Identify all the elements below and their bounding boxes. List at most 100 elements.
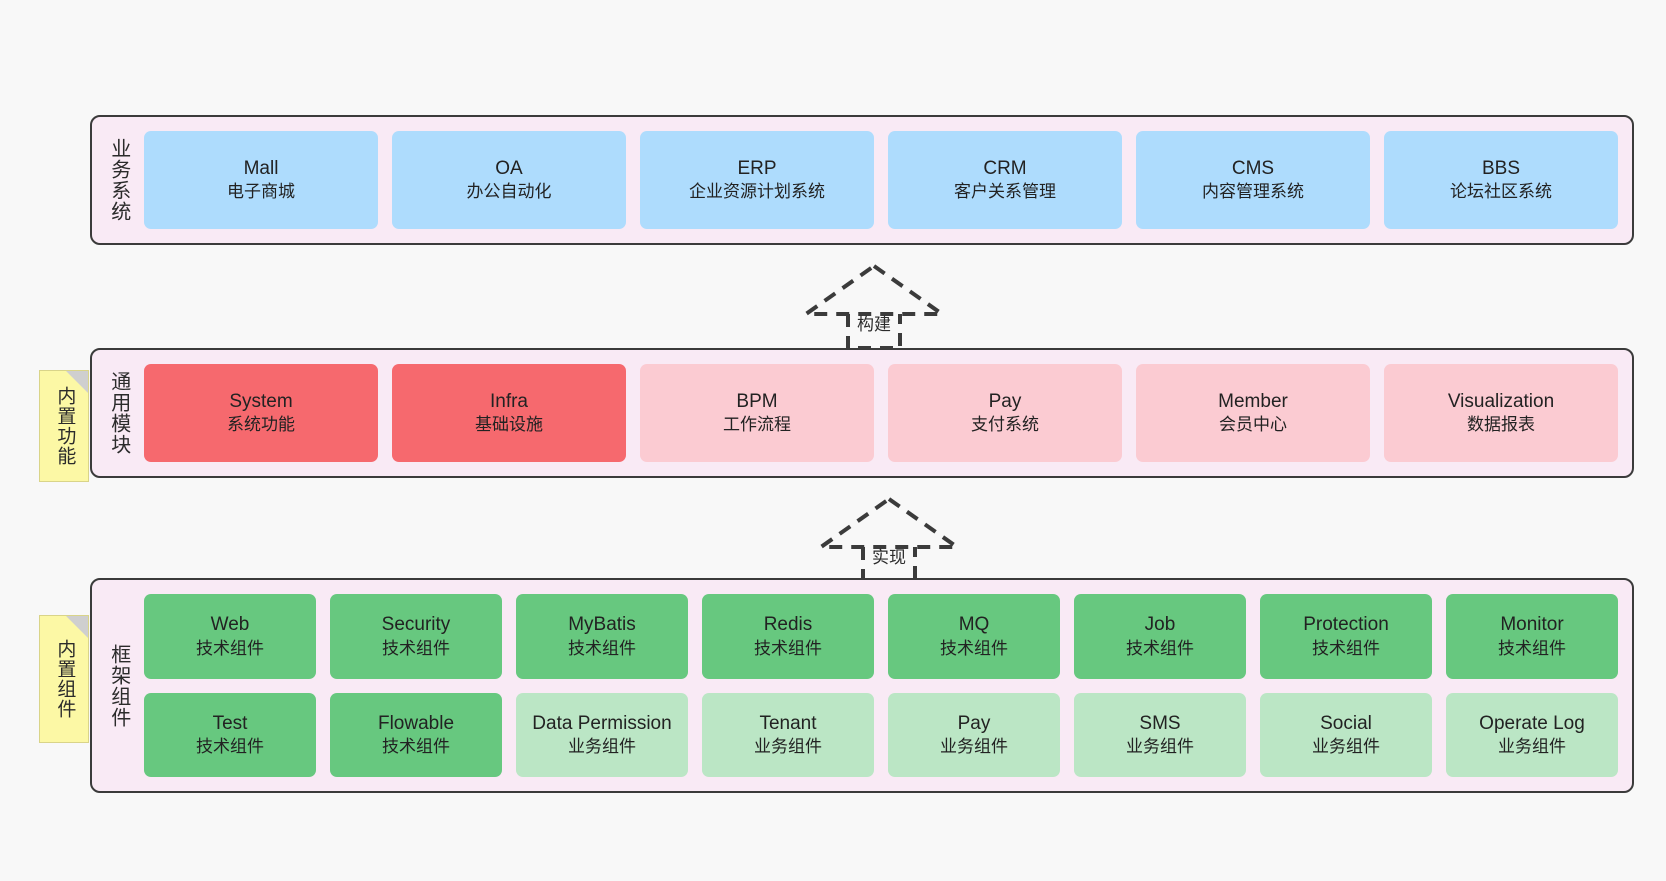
card-mq[interactable]: MQ 技术组件 [888,594,1060,679]
layer-title-business: 业务系统 [107,138,130,222]
card-title-cn: 系统功能 [227,415,295,435]
card-erp[interactable]: ERP 企业资源计划系统 [640,131,874,229]
note-fold-corner [66,371,88,393]
note-label: 内置功能 [54,386,76,466]
layer-framework-component: 框架组件 Web 技术组件 Security 技术组件 MyBatis 技术组件… [90,578,1634,793]
card-infra[interactable]: Infra 基础设施 [392,364,626,462]
card-title-cn: 技术组件 [1498,638,1566,658]
card-title-en: MQ [958,614,990,636]
card-title-cn: 办公自动化 [466,182,552,202]
card-oa[interactable]: OA 办公自动化 [392,131,626,229]
card-social[interactable]: Social 业务组件 [1260,692,1432,777]
connector-implement: 实现 [814,495,964,583]
card-title-en: Visualization [1447,391,1555,413]
card-test[interactable]: Test 技术组件 [144,692,316,777]
card-title-en: Monitor [1500,614,1564,636]
card-title-en: BPM [736,391,778,413]
card-title-en: BBS [1481,158,1521,180]
card-title-en: Member [1218,391,1288,413]
layer-business-system: 业务系统 Mall 电子商城 OA 办公自动化 ERP 企业资源计划系统 CRM… [90,115,1634,245]
card-system[interactable]: System 系统功能 [144,364,378,462]
card-title-en: Pay [988,391,1022,413]
card-title-cn: 业务组件 [1498,737,1566,757]
card-title-en: Operate Log [1479,712,1585,734]
card-cms[interactable]: CMS 内容管理系统 [1136,131,1370,229]
card-title-en: Mall [243,158,279,180]
card-operate-log[interactable]: Operate Log 业务组件 [1446,692,1618,777]
card-title-cn: 业务组件 [754,737,822,757]
card-bbs[interactable]: BBS 论坛社区系统 [1384,131,1618,229]
card-title-en: SMS [1139,712,1181,734]
layer-title-common: 通用模块 [107,371,130,455]
card-title-cn: 企业资源计划系统 [689,182,825,202]
card-title-cn: 支付系统 [971,415,1039,435]
card-pay-business[interactable]: Pay 业务组件 [888,692,1060,777]
layer-business-cards: Mall 电子商城 OA 办公自动化 ERP 企业资源计划系统 CRM 客户关系… [144,117,1632,243]
framework-row-tech: Web 技术组件 Security 技术组件 MyBatis 技术组件 Redi… [144,594,1618,679]
card-title-en: Tenant [759,712,817,734]
connector-implement-label: 实现 [872,548,906,567]
card-tenant[interactable]: Tenant 业务组件 [702,692,874,777]
card-title-en: Flowable [377,712,455,734]
card-title-cn: 技术组件 [1126,638,1194,658]
card-pay[interactable]: Pay 支付系统 [888,364,1122,462]
layer-title-framework: 框架组件 [107,643,130,728]
note-builtin-components: 内置组件 [39,615,89,743]
card-mybatis[interactable]: MyBatis 技术组件 [516,594,688,679]
note-fold-corner [66,616,88,638]
card-title-cn: 工作流程 [723,415,791,435]
card-title-cn: 基础设施 [475,415,543,435]
card-sms[interactable]: SMS 业务组件 [1074,692,1246,777]
card-title-en: Web [210,614,250,636]
implement-arrow-glyph [814,496,964,583]
card-monitor[interactable]: Monitor 技术组件 [1446,594,1618,679]
card-title-en: MyBatis [568,614,636,636]
card-title-en: Job [1144,614,1176,636]
connector-build-label: 构建 [857,315,891,334]
framework-row-business: Test 技术组件 Flowable 技术组件 Data Permission … [144,692,1618,777]
build-arrow-glyph [799,263,949,350]
card-web[interactable]: Web 技术组件 [144,594,316,679]
card-title-cn: 业务组件 [1126,737,1194,757]
card-title-cn: 业务组件 [568,737,636,757]
card-title-cn: 电子商城 [227,182,295,202]
card-security[interactable]: Security 技术组件 [330,594,502,679]
card-title-cn: 业务组件 [1312,737,1380,757]
layer-common-module: 通用模块 System 系统功能 Infra 基础设施 BPM 工作流程 Pay… [90,348,1634,478]
card-title-cn: 技术组件 [196,638,264,658]
card-data-permission[interactable]: Data Permission 业务组件 [516,692,688,777]
card-visualization[interactable]: Visualization 数据报表 [1384,364,1618,462]
card-title-en: System [229,391,293,413]
card-flowable[interactable]: Flowable 技术组件 [330,692,502,777]
card-crm[interactable]: CRM 客户关系管理 [888,131,1122,229]
card-title-cn: 内容管理系统 [1202,182,1304,202]
card-protection[interactable]: Protection 技术组件 [1260,594,1432,679]
card-title-en: CMS [1231,158,1275,180]
card-title-en: Redis [763,614,813,636]
card-title-en: Security [381,614,451,636]
card-title-cn: 会员中心 [1219,415,1287,435]
note-label: 内置组件 [54,639,76,719]
card-title-en: Social [1320,712,1372,734]
card-title-en: OA [495,158,523,180]
note-builtin-features: 内置功能 [39,370,89,482]
card-redis[interactable]: Redis 技术组件 [702,594,874,679]
card-bpm[interactable]: BPM 工作流程 [640,364,874,462]
card-title-cn: 客户关系管理 [954,182,1056,202]
card-title-en: Test [212,712,248,734]
card-title-cn: 论坛社区系统 [1450,182,1552,202]
card-job[interactable]: Job 技术组件 [1074,594,1246,679]
card-title-en: ERP [737,158,777,180]
card-title-en: Data Permission [532,712,672,734]
card-mall[interactable]: Mall 电子商城 [144,131,378,229]
card-title-cn: 数据报表 [1467,415,1535,435]
card-title-cn: 技术组件 [382,737,450,757]
card-title-cn: 技术组件 [940,638,1008,658]
card-title-en: CRM [983,158,1027,180]
card-title-en: Pay [957,712,991,734]
card-member[interactable]: Member 会员中心 [1136,364,1370,462]
card-title-cn: 技术组件 [382,638,450,658]
card-title-cn: 技术组件 [568,638,636,658]
card-title-cn: 业务组件 [940,737,1008,757]
